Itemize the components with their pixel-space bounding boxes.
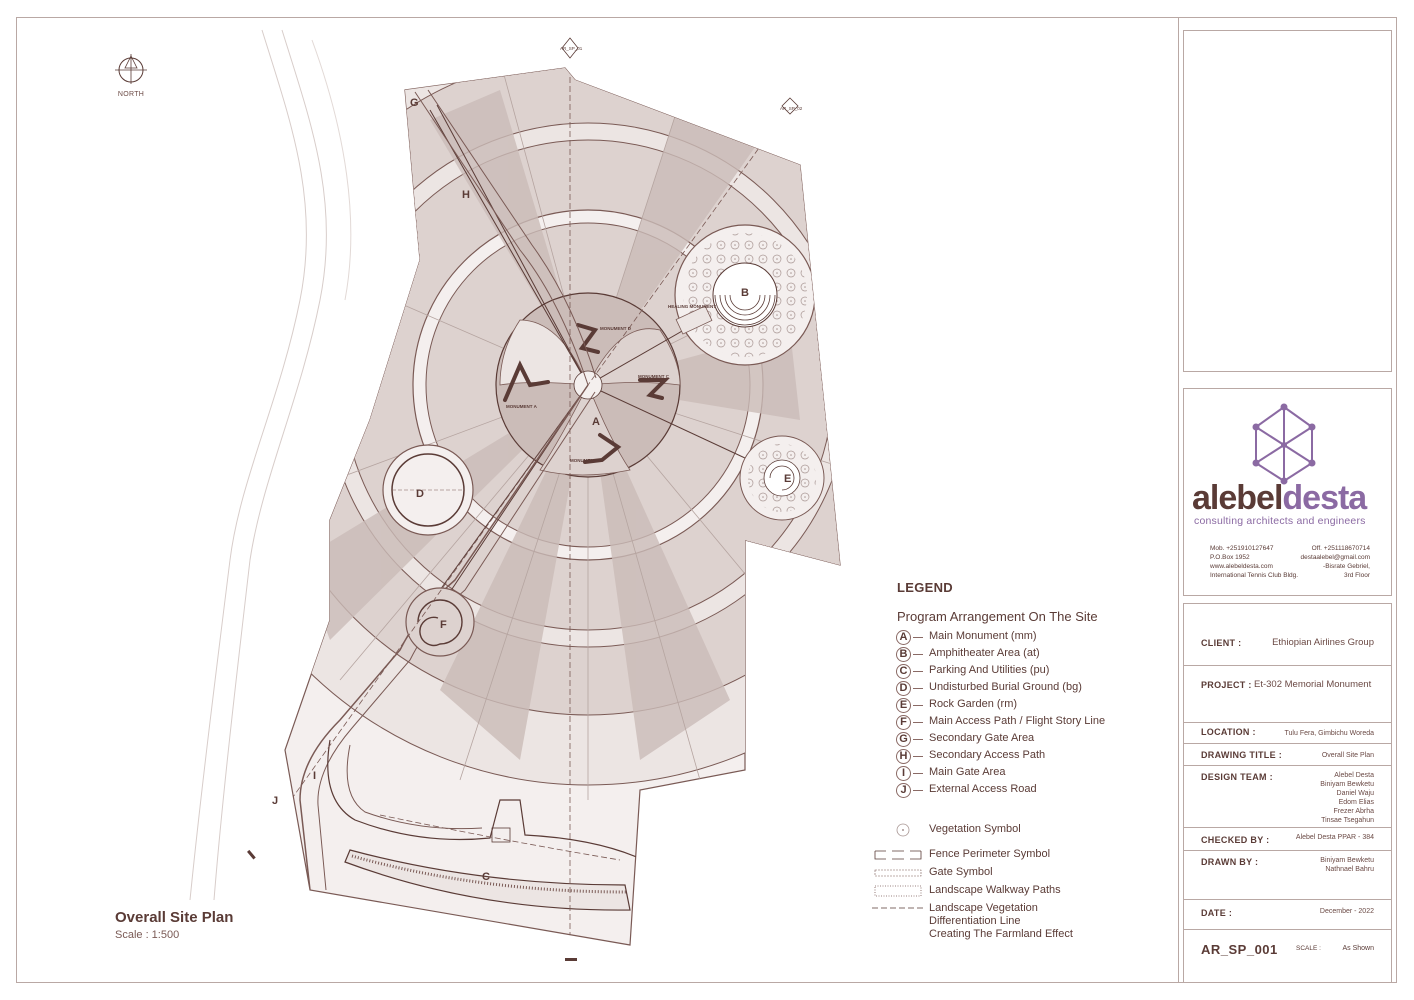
date-label: DATE : [1201,908,1233,918]
legend-fence: Fence Perimeter Symbol [872,847,1172,865]
client-label: CLIENT : [1201,638,1242,648]
design-team-list: Alebel Desta Biniyam Bewketu Daniel Waju… [1320,772,1374,824]
location-value: Tulu Fera, Gimbichu Woreda [1284,730,1374,737]
plan-title: Overall Site Plan [115,909,234,926]
healing-monument-label: HEALING MONUMENT [668,304,716,309]
section-mark-1: AR_SP_01 [560,46,583,51]
vegetation-symbol-icon [896,823,910,837]
dashed-line-icon [872,907,924,909]
client-value: Ethiopian Airlines Group [1272,637,1374,648]
monument-c-label: MONUMENT C [638,374,670,379]
site-plan-drawing: A B C D E F G H I J MONUMENT A MONUMENT … [189,29,841,961]
design-team-label: DESIGN TEAM : [1201,772,1273,782]
zone-letter-i: I [313,770,316,782]
legend-vegetation: Vegetation Symbol [872,822,1172,840]
zone-letter-f: F [440,619,447,631]
company-logo-box: alebeldesta consulting architects and en… [1183,388,1392,596]
zone-letter-c: C [482,871,490,883]
legend-subtitle: Program Arrangement On The Site [897,609,1098,624]
plan-scale: Scale : 1:500 [115,929,180,941]
monument-d-label: MONUMENT D [600,326,632,331]
company-name: alebeldesta [1192,479,1367,517]
zone-letter-d: D [416,488,424,500]
riverbank-line [189,29,307,901]
monument-b-label: MONUMENT B [570,458,602,463]
fence-symbol-icon [874,850,922,860]
drawn-by-label: DRAWN BY : [1201,857,1259,867]
zone-letter-g: G [410,97,419,109]
spiral-f [405,587,475,657]
monument-a-label: MONUMENT A [506,404,538,409]
gate-symbol-icon [874,869,922,877]
zone-letter-e: E [784,473,791,485]
date-value: December - 2022 [1319,908,1374,915]
scale-label: SCALE : [1296,945,1321,952]
project-label: PROJECT : [1201,680,1252,690]
title-block-notes-box [1183,30,1392,372]
company-tagline: consulting architects and engineers [1194,515,1366,527]
project-value: Et-302 Memorial Monument [1254,679,1372,690]
riverbank-line [213,29,327,901]
north-arrow: NORTH [110,52,152,98]
zone-letter-j: J [272,795,278,807]
legend-differentiation-line: Landscape Vegetation Differentiation Lin… [872,901,1172,947]
scale-value: As Shown [1342,945,1374,952]
legend-walkway: Landscape Walkway Paths [872,883,1172,901]
drawing-frame [16,17,1397,983]
zone-letter-a: A [592,416,600,428]
walkway-symbol-icon [874,885,922,897]
section-mark-2: AR_SP_02 [780,106,803,111]
checked-by-value: Alebel Desta PPAR - 384 [1295,834,1374,841]
drawing-title-value: Overall Site Plan [1321,752,1374,759]
legend-title: LEGEND [897,580,953,595]
riverbank-line [311,39,352,301]
drawn-by-list: Biniyam Bewketu Nathnael Bahru [1320,857,1374,873]
title-block-divider [1178,17,1179,983]
zone-letter-h: H [462,189,470,201]
location-label: LOCATION : [1201,727,1256,737]
north-arrow-icon [115,54,147,84]
drawing-title-label: DRAWING TITLE : [1201,750,1282,760]
north-label: NORTH [117,91,145,98]
parking-band [344,849,631,911]
project-info-box: CLIENT : Ethiopian Airlines Group PROJEC… [1183,603,1392,983]
checked-by-label: CHECKED BY : [1201,835,1270,845]
legend: LEGEND Program Arrangement On The Site A… [872,580,1172,947]
cube-logo-icon [1252,403,1316,485]
legend-gate: Gate Symbol [872,865,1172,883]
zone-letter-b: B [741,287,749,299]
drawing-number: AR_SP_001 [1201,942,1278,957]
